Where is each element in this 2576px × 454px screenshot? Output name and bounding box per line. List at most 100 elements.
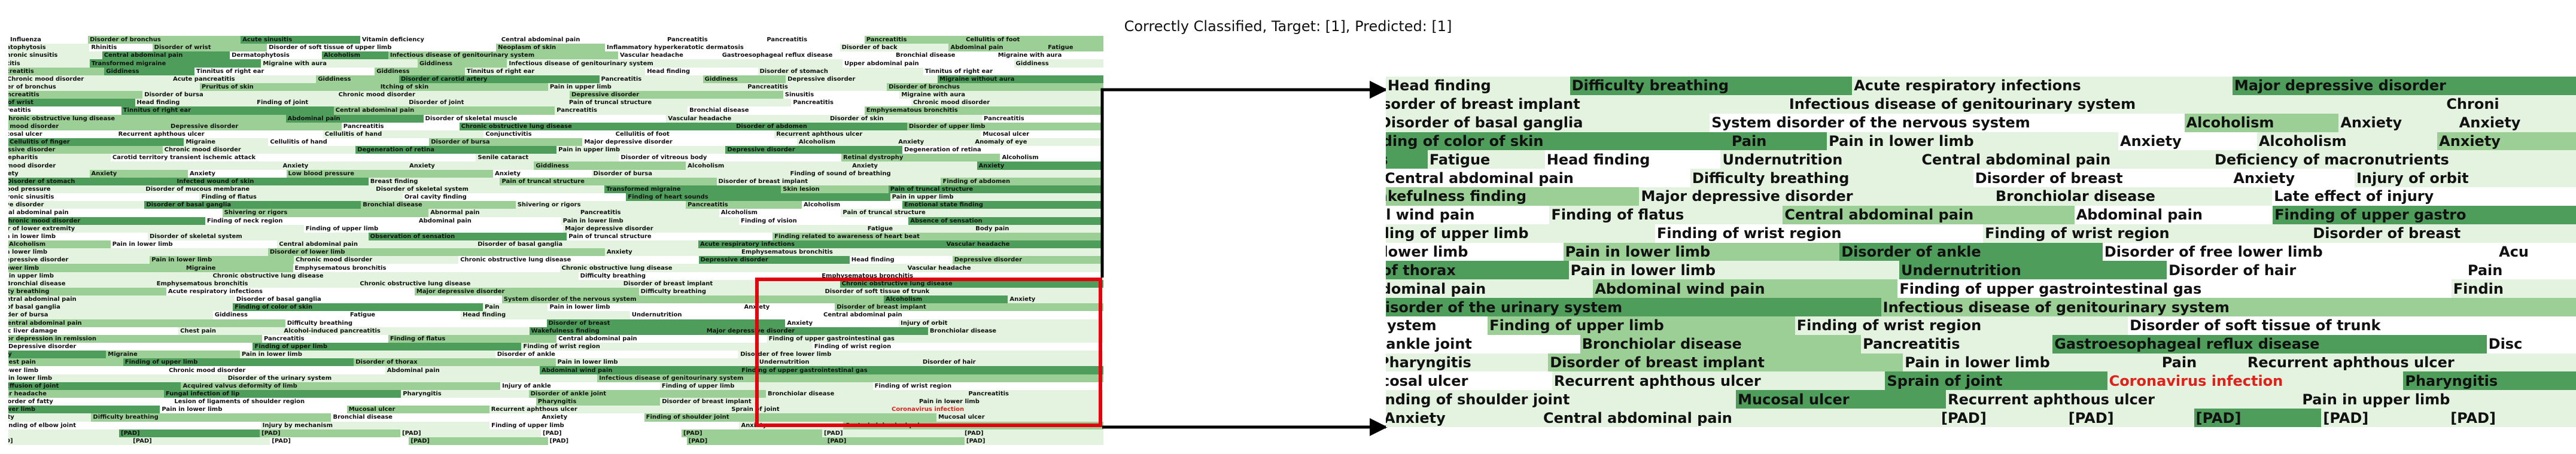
token-cell: [PAD] [548, 437, 688, 445]
token-cell: Migraine [184, 138, 270, 147]
token-cell: Cellulitis of hand [323, 130, 485, 138]
token-cell: Mucosal ulcer [8, 130, 118, 138]
token-cell: Pain in lower limb [548, 303, 744, 312]
token-cell: Acute sinusitis [241, 36, 361, 44]
token-cell: Chronic obstructive lung disease [559, 264, 907, 272]
token-cell: Disorder of skeletal muscle [423, 114, 668, 123]
token-row: Pain in lower limbMigraineEmphysematous … [8, 264, 1103, 272]
token-cell: Alcoholism [1000, 154, 1103, 162]
token-cell: Disorder of basal ganglia [1386, 113, 1711, 132]
token-cell: Pancreatitis [8, 67, 106, 75]
token-cell: Cellulitis of foot [613, 130, 776, 138]
token-cell: [PAD] [825, 437, 966, 445]
token-cell: Disorder of bronchus [887, 83, 1103, 92]
token-cell: Disorder of vitreous body [619, 154, 843, 162]
token-cell: Major depressive disorder [582, 138, 798, 147]
token-cell: Anxiety [977, 162, 1103, 170]
token-cell: Finding of flatus [1549, 205, 1784, 224]
token-cell: Central abdominal pain [843, 421, 1103, 429]
token-cell: Alcohol-induced pancreatitis [282, 327, 531, 335]
token-cell: Chronic mood disorder [8, 75, 172, 83]
token-cell: Vascular headache [905, 264, 1103, 272]
token-cell: Sinusitis [783, 91, 901, 99]
token-cell: Depressive disorder [8, 146, 164, 154]
token-cell: Injury of ankle [500, 382, 661, 390]
token-cell: Gastroesophageal reflux disease [720, 51, 895, 60]
token-cell: Deficiency of macronutrients [2212, 150, 2576, 169]
token-cell: Disorder of ankle joint [528, 389, 767, 398]
token-cell: Skin lesion [781, 185, 890, 194]
token-cell: Anxiety [8, 413, 93, 422]
token-cell: Disorder of bursa [591, 169, 790, 178]
token-cell: Finding of abdomen [941, 177, 1103, 185]
token-cell: Difficulty breathing [638, 287, 825, 296]
token-cell: [PAD] [131, 437, 272, 445]
token-cell: Giddiness [104, 67, 196, 75]
token-cell: Retinal dystrophy [841, 154, 1002, 162]
token-cell: Finding of upper gastrointestinal gas [767, 334, 1103, 343]
token-cell: Infectious disease of genitourinary syst… [1787, 95, 2446, 114]
token-cell: Acute pancreatitis [171, 75, 318, 83]
token-cell: Emphysematous bronchitis [740, 248, 1103, 257]
token-cell: Central abdominal pain [102, 51, 232, 60]
token-cell: Finding of upper gastrointestinal gas [1897, 279, 2453, 298]
token-cell: Recurrent aphthous ulcer [116, 130, 324, 138]
token-cell: Disorder of breast [546, 319, 787, 327]
token-cell: Abdominal pain [1386, 279, 1595, 298]
token-cell: Mucosal ulcer [1386, 371, 1553, 391]
token-cell: Pain in lower limb [8, 232, 149, 240]
token-cell: Pancreatitis [578, 209, 720, 217]
token-cell: Emphysematous bronchitis [293, 264, 561, 272]
token-cell: Fungal infection of lip [163, 389, 403, 398]
token-cell: [PAD] [682, 429, 823, 437]
token-cell: Disorder of basal ganglia [8, 303, 235, 312]
token-cell: Alcoholism [2256, 132, 2439, 151]
token-cell: Disorder of skeletal system [374, 185, 606, 194]
token-cell: Pain of truncal structure [888, 185, 1103, 194]
token-cell: Abdominal pain [416, 217, 562, 225]
token-cell: Gastroesophageal reflux disease [2052, 334, 2488, 354]
token-cell: Pancreatitis [8, 106, 123, 115]
token-cell: Giddiness [534, 162, 688, 170]
token-cell: Bronchiolar disease [1580, 334, 1863, 354]
token-cell: Major depressive disorder [1639, 187, 1995, 206]
token-cell: Pain of truncal structure [500, 177, 718, 185]
token-cell: Fatigue [1046, 44, 1103, 52]
token-cell: Central abdominal pain [1783, 205, 2076, 224]
token-cell: Bronchial disease [331, 413, 542, 422]
token-cell: Disorder of joint [407, 99, 568, 107]
token-cell: Disorder of mucous membrane [144, 185, 376, 194]
token-cell: Injury of orbit [899, 319, 1103, 327]
token-cell: Finding of upper limb [659, 382, 874, 390]
token-cell: Vascular headache [618, 51, 722, 60]
token-cell: Disorder of basal ganglia [476, 240, 699, 249]
token-cell: Alcoholism [801, 201, 904, 209]
token-cell: Pain in lower limb [150, 256, 296, 264]
token-cell: Pain in lower limb [110, 240, 279, 249]
token-cell: Sprain of joint [729, 406, 891, 414]
token-cell: Disorder of ankle [495, 351, 740, 359]
token-cell: Anomaly of eye [973, 138, 1103, 147]
token-cell: Lesion of ligaments of shoulder region [172, 398, 537, 406]
token-cell: Chronic obstructive lung disease [840, 279, 1103, 288]
token-cell: Anxiety [2437, 132, 2576, 151]
token-cell: Infected wound of skin [175, 177, 370, 185]
token-cell: n lower limb [1386, 242, 1565, 261]
token-cell: Bronchial disease [688, 106, 866, 115]
token-cell: Pharyngitis [536, 398, 662, 406]
token-cell: Disorder of basal ganglia [144, 201, 363, 209]
token-cell: Influenza [8, 36, 90, 44]
token-cell: Central abdominal pain [333, 106, 556, 115]
token-cell: Pancreatitis [261, 334, 390, 343]
